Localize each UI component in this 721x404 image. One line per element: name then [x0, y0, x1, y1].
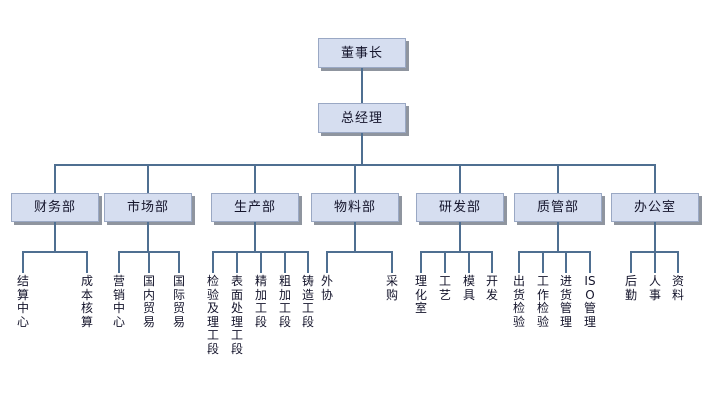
connector-drop-dept-2	[254, 164, 256, 193]
leaf-iso-management: ISO管理	[583, 274, 596, 329]
connector-drop-leaf-6-0	[630, 251, 632, 273]
node-general-manager-label: 总经理	[340, 110, 383, 126]
connector-drop-leaf-2-3	[284, 251, 286, 273]
connector-drop-leaf-2-2	[260, 251, 262, 273]
connector-drop-dept-1	[147, 164, 149, 193]
node-department-finance-label: 财务部	[33, 200, 76, 215]
leaf-work-inspection: 工作检验	[536, 274, 549, 329]
leaf-marketing-center: 营销中心	[112, 274, 125, 329]
connector-bus-dept-0	[22, 251, 88, 253]
connector-drop-leaf-3-1	[391, 251, 393, 273]
node-department-production[interactable]: 生产部	[211, 193, 299, 222]
connector-drop-leaf-6-2	[677, 251, 679, 273]
node-department-quality-label: 质管部	[536, 200, 579, 215]
node-department-rnd-label: 研发部	[438, 200, 481, 215]
leaf-international-trade: 国际贸易	[172, 274, 185, 329]
connector-drop-leaf-5-2	[565, 251, 567, 273]
leaf-inspection-section: 检验及理工段	[206, 274, 219, 356]
connector-drop-leaf-5-1	[542, 251, 544, 273]
connector-stem-dept-5	[557, 222, 559, 252]
connector-stem-dept-4	[459, 222, 461, 252]
leaf-incoming-management: 进货管理	[559, 274, 572, 329]
connector-drop-leaf-4-0	[420, 251, 422, 273]
connector-stem-dept-2	[254, 222, 256, 252]
connector-drop-leaf-4-2	[468, 251, 470, 273]
connector-drop-leaf-1-0	[118, 251, 120, 273]
leaf-physical-chemical-lab: 理化室	[414, 274, 427, 315]
connector-stem-dept-0	[54, 222, 56, 252]
connector-bus-dept-5	[518, 251, 590, 253]
leaf-surface-treatment-section: 表面处理工段	[230, 274, 243, 356]
connector-drop-leaf-4-3	[491, 251, 493, 273]
connector-stem-dept-1	[147, 222, 149, 252]
leaf-settlement-center: 结算中心	[16, 274, 29, 329]
connector-drop-dept-6	[654, 164, 656, 193]
connector-drop-dept-0	[54, 164, 56, 193]
connector-drop-leaf-5-0	[518, 251, 520, 273]
leaf-rough-machining-section: 粗加工段	[278, 274, 291, 329]
connector-drop-leaf-1-2	[178, 251, 180, 273]
leaf-procurement: 采购	[385, 274, 398, 302]
connector-drop-dept-3	[354, 164, 356, 193]
node-department-marketing-label: 市场部	[126, 200, 169, 215]
leaf-logistics: 后勤	[624, 274, 637, 302]
connector-bus-dept-4	[420, 251, 492, 253]
leaf-finish-machining-section: 精加工段	[254, 274, 267, 329]
node-general-manager[interactable]: 总经理	[318, 103, 406, 133]
connector-drop-leaf-5-3	[589, 251, 591, 273]
node-department-production-label: 生产部	[233, 200, 276, 215]
node-department-office[interactable]: 办公室	[611, 193, 699, 222]
node-chairman[interactable]: 董事长	[318, 38, 406, 68]
leaf-outsourcing: 外协	[320, 274, 333, 302]
leaf-tooling: 模具	[462, 274, 475, 302]
leaf-cost-accounting: 成本核算	[80, 274, 93, 329]
connector-stem-dept-6	[654, 222, 656, 252]
leaf-domestic-trade: 国内贸易	[142, 274, 155, 329]
node-department-materials-label: 物料部	[333, 200, 376, 215]
leaf-casting-section: 铸造工段	[301, 274, 314, 329]
leaf-documentation: 资料	[671, 274, 684, 302]
node-department-office-label: 办公室	[633, 200, 676, 215]
connector-drop-leaf-3-0	[326, 251, 328, 273]
node-department-materials[interactable]: 物料部	[311, 193, 399, 222]
connector-chairman-to-gm	[361, 68, 363, 103]
node-department-marketing[interactable]: 市场部	[104, 193, 192, 222]
node-department-rnd[interactable]: 研发部	[416, 193, 504, 222]
connector-drop-leaf-2-0	[212, 251, 214, 273]
connector-gm-stem	[361, 133, 363, 165]
connector-drop-leaf-6-1	[654, 251, 656, 273]
connector-drop-dept-4	[459, 164, 461, 193]
node-department-finance[interactable]: 财务部	[11, 193, 99, 222]
connector-drop-dept-5	[557, 164, 559, 193]
connector-drop-leaf-2-4	[307, 251, 309, 273]
connector-drop-leaf-2-1	[236, 251, 238, 273]
connector-drop-leaf-1-1	[148, 251, 150, 273]
leaf-outgoing-inspection: 出货检验	[512, 274, 525, 329]
leaf-process-engineering: 工艺	[438, 274, 451, 302]
node-chairman-label: 董事长	[340, 45, 383, 61]
connector-stem-dept-3	[354, 222, 356, 252]
connector-drop-leaf-0-0	[22, 251, 24, 273]
connector-bus-dept-3	[326, 251, 393, 253]
node-department-quality[interactable]: 质管部	[514, 193, 602, 222]
leaf-human-resources: 人事	[648, 274, 661, 302]
leaf-development: 开发	[485, 274, 498, 302]
connector-drop-leaf-0-1	[86, 251, 88, 273]
connector-drop-leaf-4-1	[444, 251, 446, 273]
